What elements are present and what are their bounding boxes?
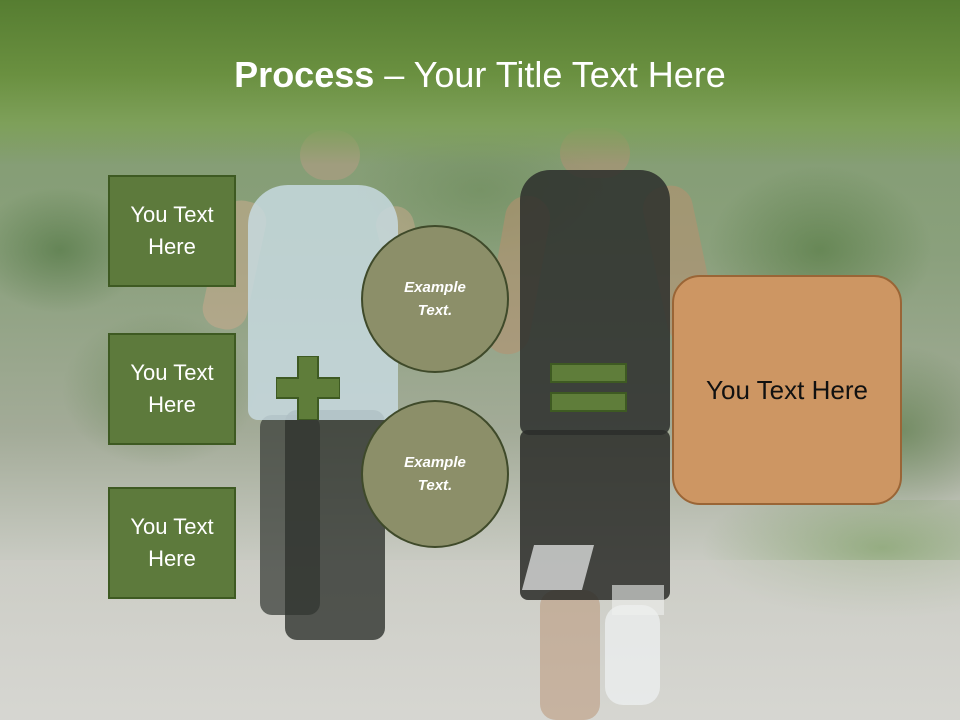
shorts-stripe <box>521 545 595 590</box>
runner-man-shoe <box>605 605 660 705</box>
input-box-2[interactable]: You Text Here <box>108 333 236 445</box>
input-box-label: You Text Here <box>130 202 214 259</box>
title-bold: Process <box>234 54 375 95</box>
input-box-label: You Text Here <box>130 514 214 571</box>
input-box-1[interactable]: You Text Here <box>108 175 236 287</box>
title-rest: – Your Title Text Here <box>374 54 726 95</box>
plus-icon <box>276 356 340 420</box>
equals-bar-bottom <box>550 392 627 412</box>
circle-label: Example Text. <box>404 279 466 319</box>
runner-man-torso <box>520 170 670 435</box>
shorts-stripe <box>612 585 664 615</box>
result-box[interactable]: You Text Here <box>672 275 902 505</box>
example-circle-1[interactable]: Example Text. <box>361 225 509 373</box>
equals-bar-top <box>550 363 627 383</box>
title-bar <box>0 0 960 165</box>
input-box-label: You Text Here <box>130 360 214 417</box>
runner-man-leg <box>540 590 600 720</box>
example-circle-2[interactable]: Example Text. <box>361 400 509 548</box>
circle-label: Example Text. <box>404 454 466 494</box>
result-label: You Text Here <box>706 374 868 405</box>
input-box-3[interactable]: You Text Here <box>108 487 236 599</box>
slide-title[interactable]: Process – Your Title Text Here <box>0 54 960 96</box>
